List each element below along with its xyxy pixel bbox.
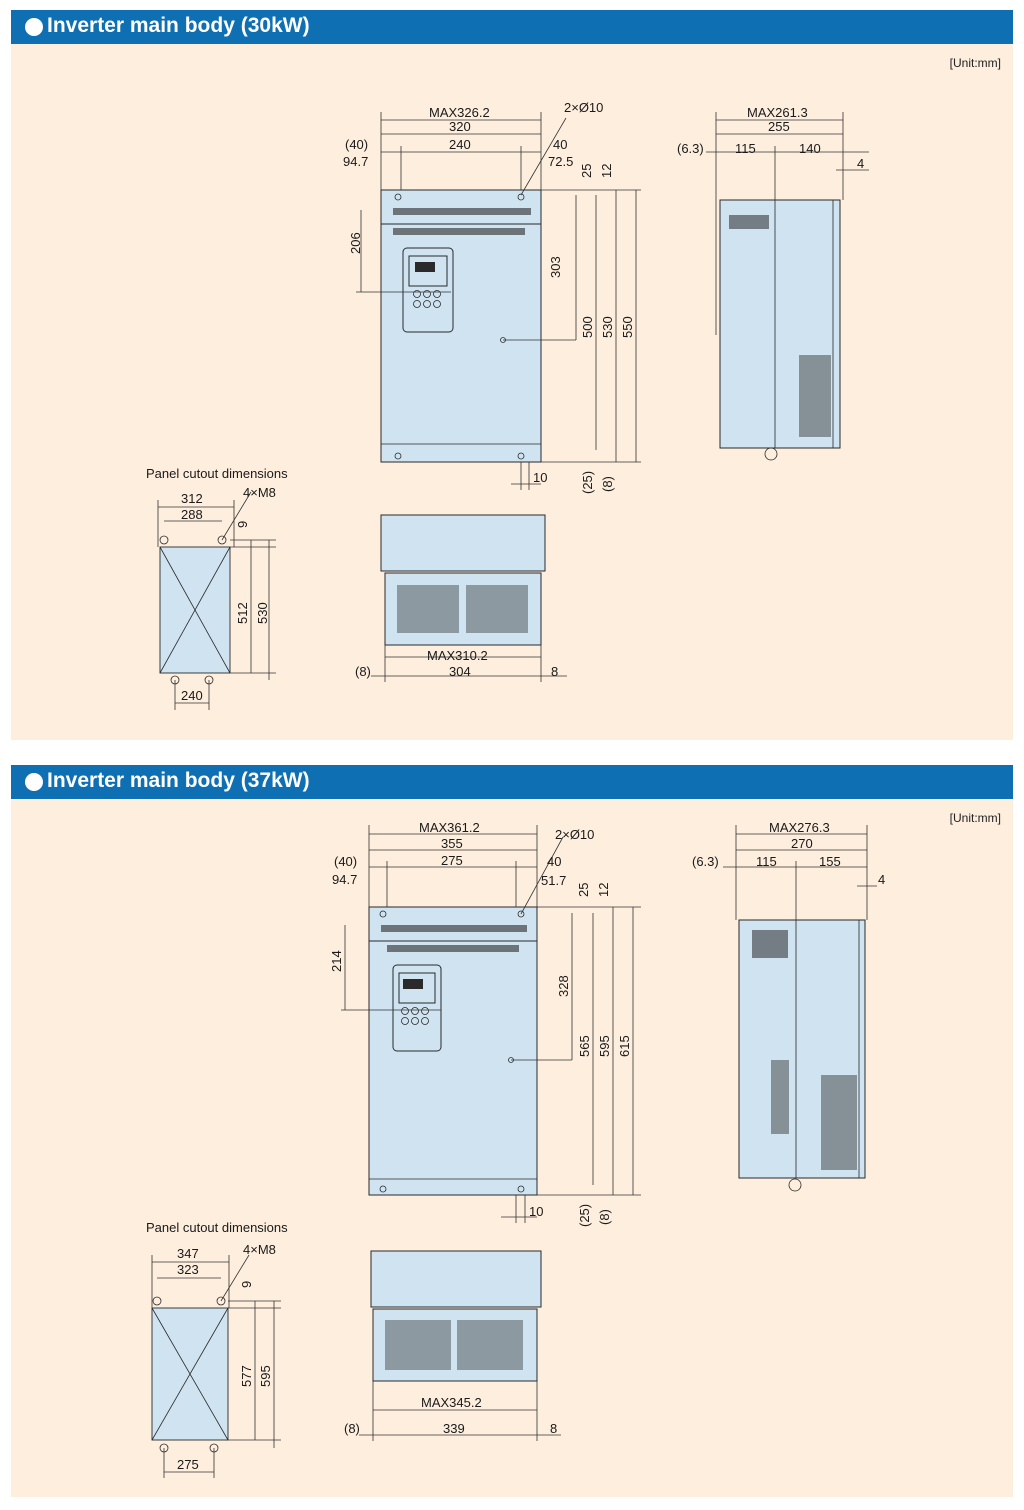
cutout-top: 9 (235, 521, 250, 528)
front-h1: 500 (580, 316, 595, 338)
panel-cutout-label: Panel cutout dimensions (146, 1220, 288, 1235)
front-top-b: 12 (599, 164, 614, 178)
bottom-right: 8 (550, 1421, 557, 1436)
front-left-inner: 94.7 (343, 154, 368, 169)
side-d2: 155 (819, 854, 841, 869)
bottom-left: (8) (344, 1421, 360, 1436)
front-hole-to-center: 303 (548, 256, 563, 278)
side-flange: 4 (857, 156, 864, 171)
cutout-outer: 347 (177, 1246, 199, 1261)
side-left-gap: (6.3) (677, 141, 704, 156)
front-hole-to-center: 328 (556, 975, 571, 997)
section-title: Inverter main body (30kW) (47, 14, 310, 37)
front-bottom-a: (25) (580, 471, 595, 494)
side-left-gap: (6.3) (692, 854, 719, 869)
side-max-depth: MAX261.3 (747, 105, 808, 120)
front-hole-spacing: 240 (449, 137, 471, 152)
front-keypad-height: 214 (329, 950, 344, 972)
front-h3: 550 (620, 316, 635, 338)
section-header: Inverter main body (37kW) (11, 765, 1013, 799)
front-right-inner: 72.5 (548, 154, 573, 169)
front-top-a: 25 (579, 164, 594, 178)
front-h2: 595 (597, 1035, 612, 1057)
front-h3: 615 (617, 1035, 632, 1057)
cutout-screws: 4×M8 (243, 485, 276, 500)
front-keypad-height: 206 (348, 232, 363, 254)
panel-cutout: Panel cutout dimensions 312 288 4×M8 9 5… (146, 466, 288, 710)
side-d1: 115 (756, 854, 777, 869)
front-max-width: MAX326.2 (429, 105, 490, 120)
front-bottom-gap: 10 (533, 470, 547, 485)
drawing-30kw: MAX326.2 320 240 2×Ø10 (40) 94.7 40 72.5… (146, 100, 869, 710)
side-view: MAX276.3 270 (6.3) 115 155 4 (692, 820, 885, 1192)
front-right-offset: 40 (553, 137, 567, 152)
cutout-inner: 323 (177, 1262, 199, 1277)
side-flange: 4 (878, 872, 885, 887)
front-bottom-b: (8) (600, 476, 615, 492)
front-right-offset: 40 (547, 854, 561, 869)
bullet-icon (25, 773, 43, 791)
cutout-bottom: 275 (177, 1457, 199, 1472)
cutout-h2: 595 (258, 1365, 273, 1387)
section-header: Inverter main body (30kW) (11, 10, 1013, 44)
cutout-h1: 577 (239, 1365, 254, 1387)
side-max-depth: MAX276.3 (769, 820, 830, 835)
front-width: 355 (441, 836, 463, 851)
cutout-h2: 530 (255, 602, 270, 624)
front-right-inner: 51.7 (541, 873, 566, 888)
bottom-view: MAX345.2 339 (8) 8 (344, 1250, 561, 1441)
side-view: MAX261.3 255 (6.3) 115 140 4 (677, 105, 869, 461)
cutout-outer: 312 (181, 491, 203, 506)
front-holes: 2×Ø10 (555, 827, 594, 842)
front-h2: 530 (600, 316, 615, 338)
section-title: Inverter main body (37kW) (47, 769, 310, 792)
front-holes: 2×Ø10 (564, 100, 603, 115)
panel-cutout: Panel cutout dimensions 347 323 4×M8 9 5… (146, 1220, 288, 1478)
front-left-inner: 94.7 (332, 872, 357, 887)
cutout-bottom: 240 (181, 688, 203, 703)
front-bottom-a: (25) (577, 1204, 592, 1227)
bottom-view: MAX310.2 304 (8) 8 (355, 514, 567, 682)
front-max-width: MAX361.2 (419, 820, 480, 835)
cutout-inner: 288 (181, 507, 203, 522)
cutout-h1: 512 (235, 602, 250, 624)
section-37kw: Inverter main body (37kW) [Unit:mm] (11, 765, 1013, 1497)
bottom-width: 304 (449, 664, 471, 679)
front-bottom-gap: 10 (529, 1204, 543, 1219)
side-depth: 255 (768, 119, 790, 134)
front-left-offset: (40) (334, 854, 357, 869)
drawing-37kw: MAX361.2 355 275 2×Ø10 (40) 94.7 40 51.7… (146, 820, 885, 1478)
side-depth: 270 (791, 836, 813, 851)
front-left-offset: (40) (345, 137, 368, 152)
front-hole-spacing: 275 (441, 853, 463, 868)
bottom-left: (8) (355, 664, 371, 679)
side-d2: 140 (799, 141, 821, 156)
unit-label: [Unit:mm] (949, 811, 1001, 825)
cutout-top: 9 (239, 1281, 254, 1288)
front-view: MAX361.2 355 275 2×Ø10 (40) 94.7 40 51.7… (329, 820, 641, 1227)
section-30kw: Inverter main body (30kW) [Unit:mm] (11, 10, 1013, 740)
front-top-b: 12 (596, 883, 611, 897)
front-bottom-b: (8) (597, 1209, 612, 1225)
front-view: MAX326.2 320 240 2×Ø10 (40) 94.7 40 72.5… (343, 100, 641, 494)
front-top-a: 25 (576, 883, 591, 897)
bottom-right: 8 (551, 664, 558, 679)
front-width: 320 (449, 119, 471, 134)
bullet-icon (25, 18, 43, 36)
panel-cutout-label: Panel cutout dimensions (146, 466, 288, 481)
bottom-width: 339 (443, 1421, 465, 1436)
unit-label: [Unit:mm] (949, 56, 1001, 70)
bottom-max-width: MAX310.2 (427, 648, 488, 663)
cutout-screws: 4×M8 (243, 1242, 276, 1257)
bottom-max-width: MAX345.2 (421, 1395, 482, 1410)
side-d1: 115 (735, 141, 756, 156)
front-h1: 565 (577, 1035, 592, 1057)
